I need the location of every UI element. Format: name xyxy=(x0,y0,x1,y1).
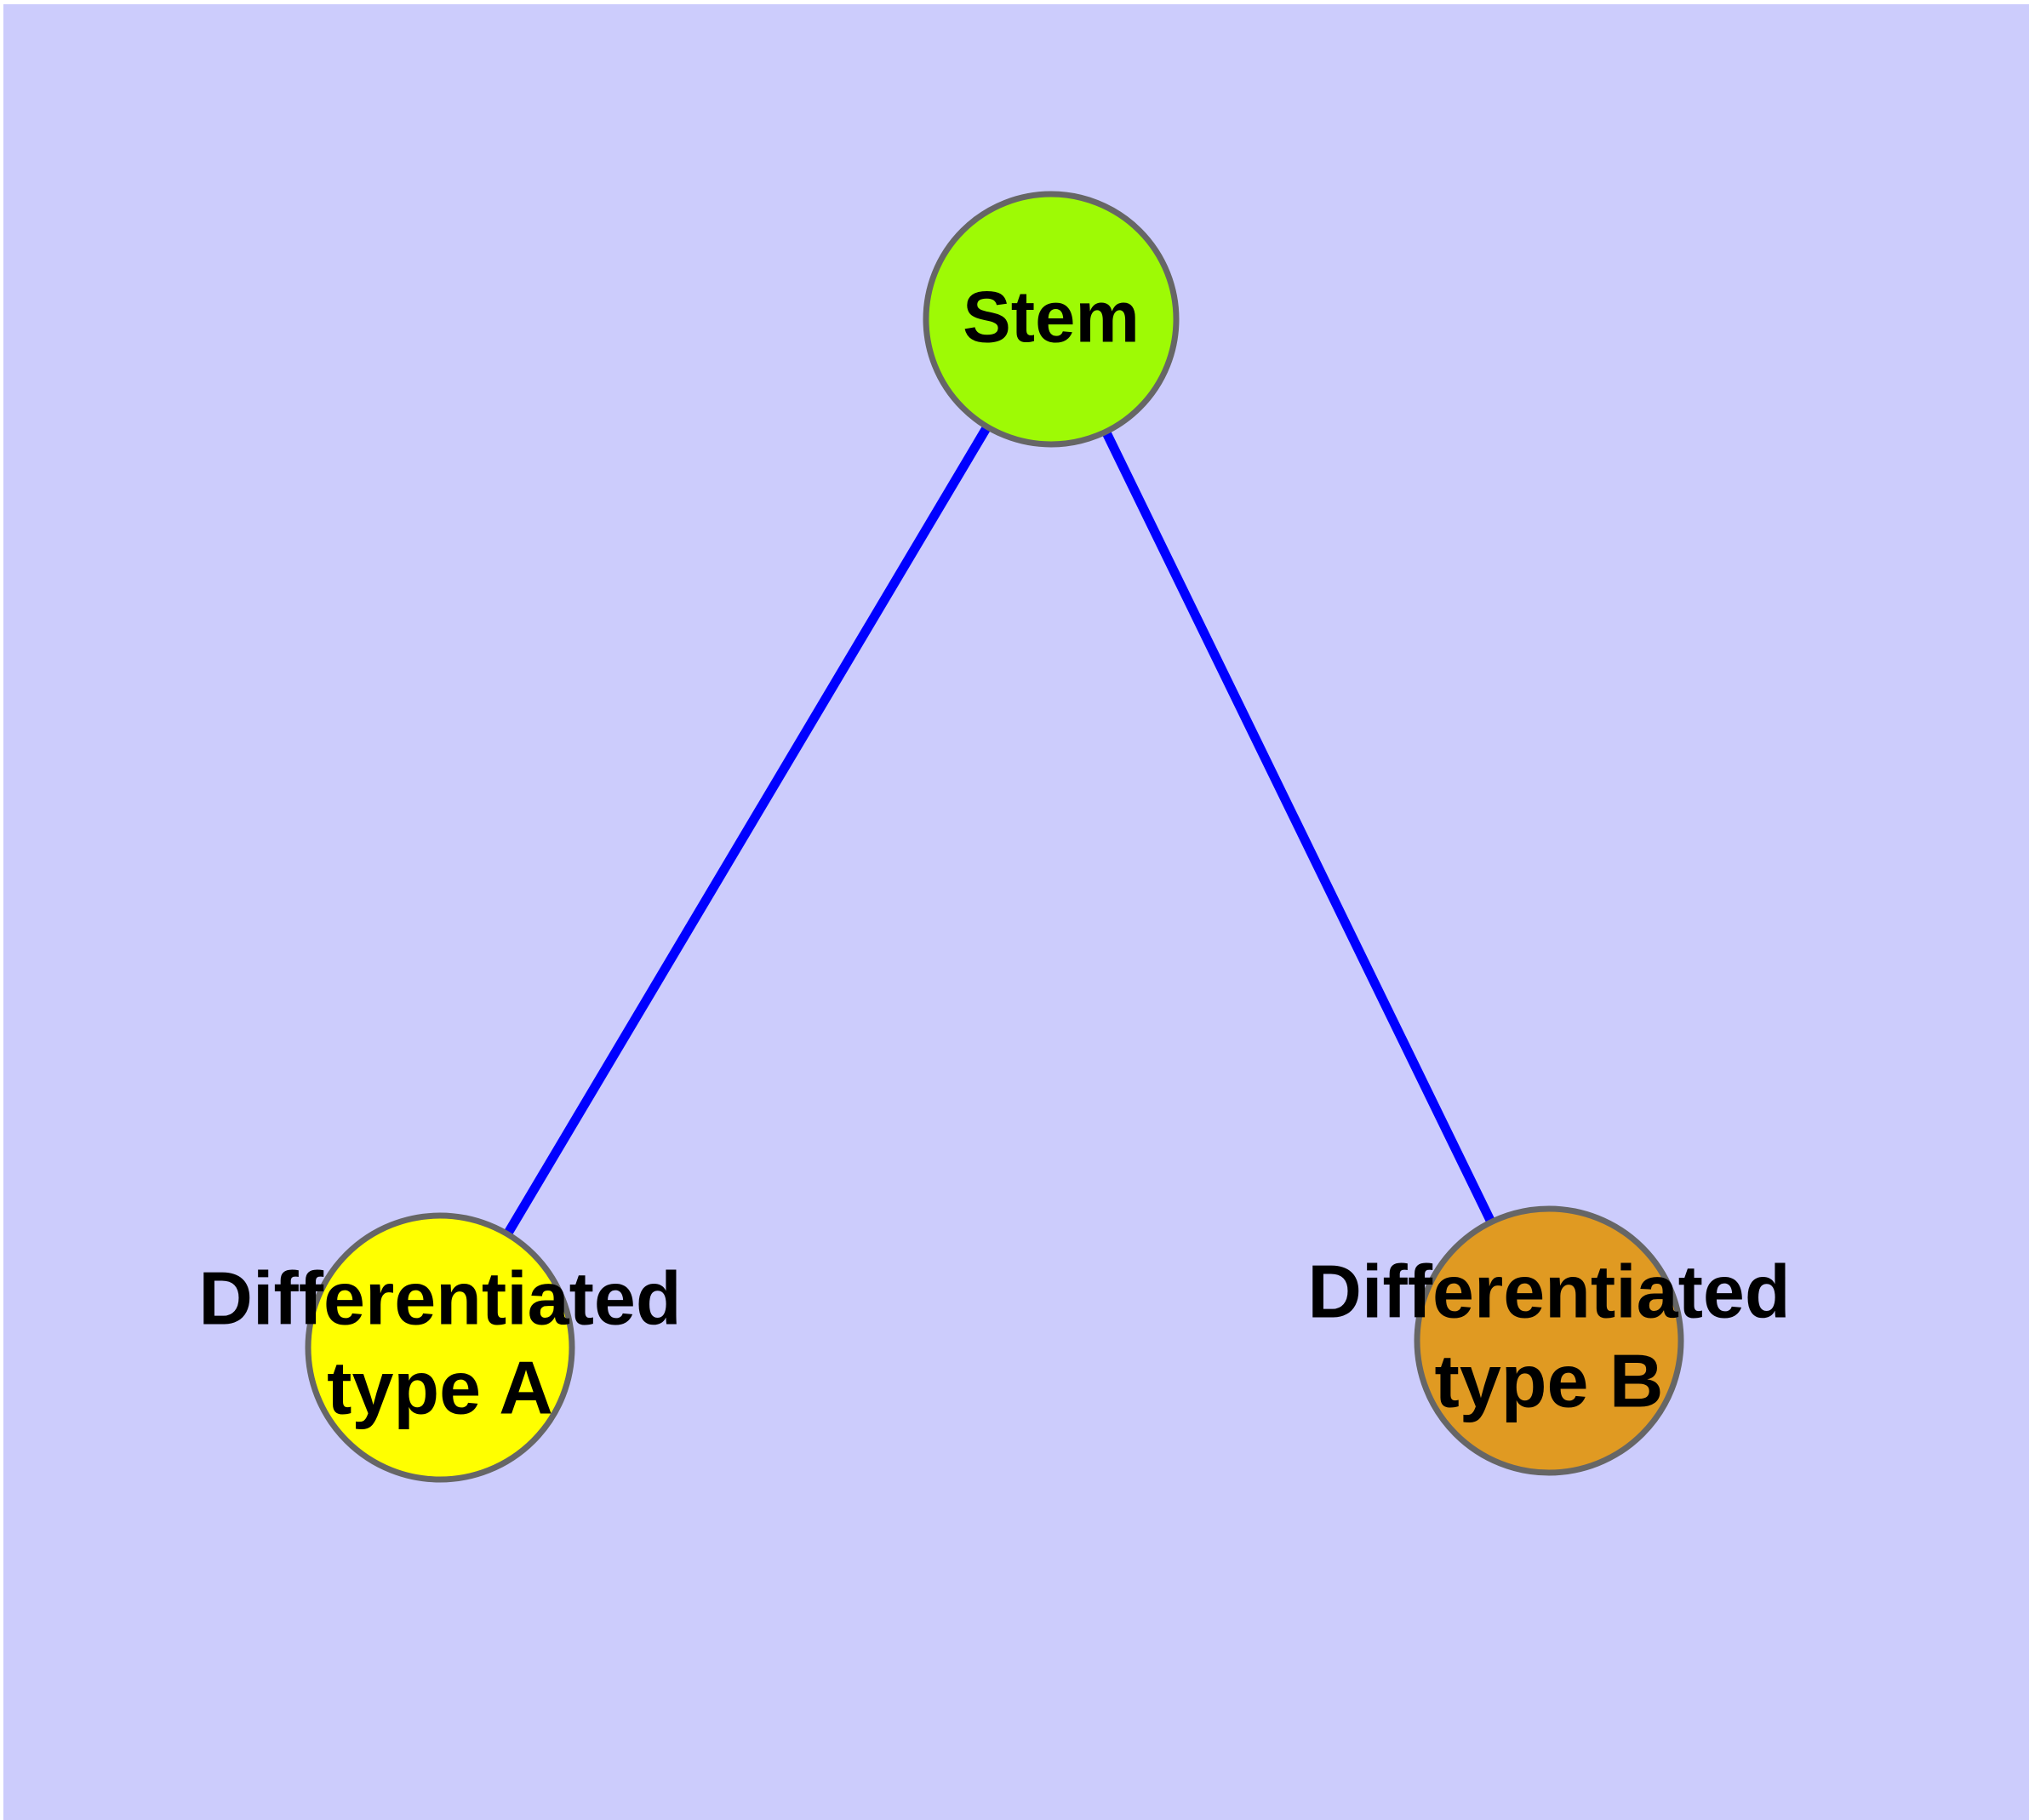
node-differentiated-type-b[interactable] xyxy=(1414,1205,1684,1476)
node-differentiated-type-a[interactable] xyxy=(305,1212,575,1483)
diagram-canvas: Stem Differentiated type A Differentiate… xyxy=(3,4,2029,1820)
node-stem[interactable] xyxy=(923,191,1180,448)
node-differentiated-type-b-circle[interactable] xyxy=(1414,1205,1684,1476)
node-stem-circle[interactable] xyxy=(923,191,1180,448)
edge-stem-to-differentiated-type-a xyxy=(436,317,1055,1350)
node-differentiated-type-b-label-line1: Differentiated xyxy=(1307,1249,1790,1333)
node-differentiated-type-a-label-line1: Differentiated xyxy=(198,1256,681,1340)
graph-svg: Stem Differentiated type A Differentiate… xyxy=(198,191,1791,1483)
node-differentiated-type-b-label-line2: type B xyxy=(1435,1338,1664,1422)
labels-layer: Stem Differentiated type A Differentiate… xyxy=(198,277,1790,1429)
nodes-layer xyxy=(305,191,1684,1483)
node-stem-label: Stem xyxy=(963,277,1140,358)
node-differentiated-type-a-label-line2: type A xyxy=(327,1345,553,1429)
node-differentiated-type-a-circle[interactable] xyxy=(305,1212,575,1483)
edges-layer xyxy=(436,317,1553,1350)
edge-stem-to-differentiated-type-b xyxy=(1047,317,1553,1343)
